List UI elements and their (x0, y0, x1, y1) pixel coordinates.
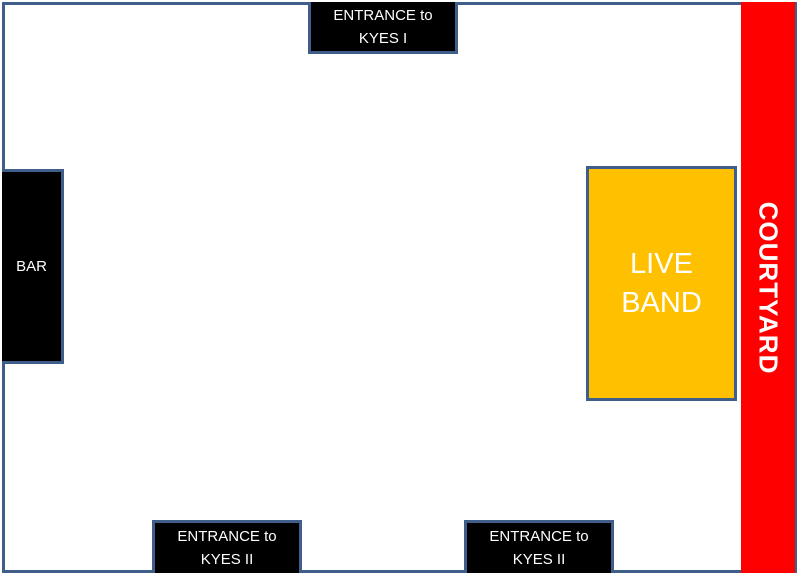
live-band-label: LIVE BAND (621, 247, 702, 319)
bar-label: BAR (16, 258, 47, 275)
entrance-kyes-2-right: ENTRANCE to KYES II (464, 520, 614, 573)
live-band-stage: LIVE BAND (586, 166, 737, 401)
entrance-kyes-2-left-label: ENTRANCE to KYES II (177, 528, 277, 568)
entrance-kyes-2-left: ENTRANCE to KYES II (152, 520, 302, 573)
courtyard: COURTYARD (741, 2, 797, 573)
courtyard-label: COURTYARD (753, 201, 784, 374)
entrance-kyes-2-right-label: ENTRANCE to KYES II (489, 528, 589, 568)
bar: BAR (2, 169, 64, 364)
entrance-kyes-1: ENTRANCE to KYES I (308, 2, 458, 54)
entrance-kyes-1-label: ENTRANCE to KYES I (333, 6, 433, 47)
